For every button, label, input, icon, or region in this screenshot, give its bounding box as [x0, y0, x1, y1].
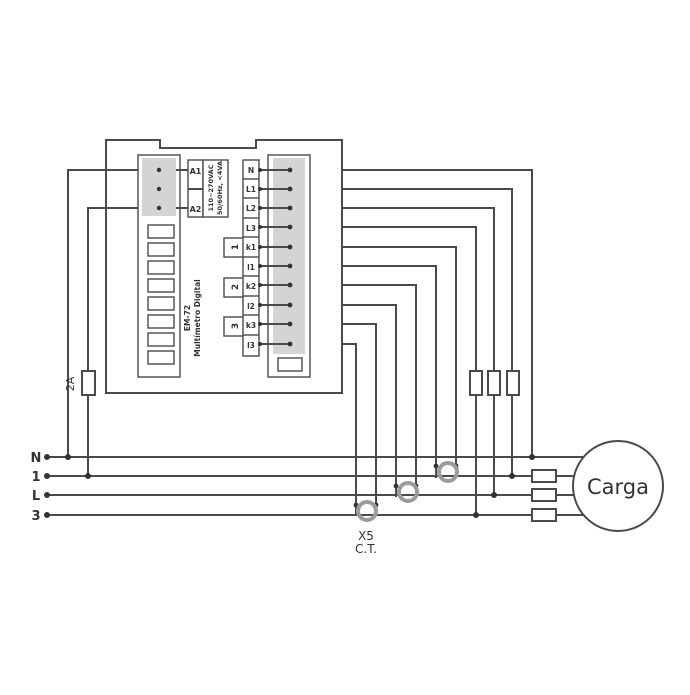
line-terminals [44, 454, 50, 518]
line-label-3: 3 [31, 509, 40, 524]
ct-ring-2 [397, 481, 419, 503]
measure-terminals: N L1 L2 L3 k1 l1 k2 l2 k3 l3 [242, 159, 293, 357]
voltage-fuse-1 [469, 370, 483, 396]
meter-model: EM-72 [183, 305, 192, 331]
ct-label: C.T. [355, 542, 377, 556]
terminal-l1-ct: l1 [247, 263, 255, 272]
load-fuse-3 [531, 508, 557, 522]
load-fuse-2 [531, 488, 557, 502]
fuses [81, 370, 557, 522]
junctions [65, 454, 535, 518]
ct-group-3: 3 [231, 323, 241, 329]
supply-spec-voltage: 110~270VAC [207, 164, 215, 211]
terminal-l2: L2 [246, 204, 256, 213]
line-label-1: 1 [31, 470, 40, 485]
terminal-l3: L3 [246, 224, 256, 233]
ct-group-2: 2 [231, 284, 241, 290]
current-transformers [356, 461, 459, 522]
terminal-l3-ct: l3 [247, 341, 255, 350]
supply-fuse [81, 370, 96, 396]
voltage-fuse-2 [487, 370, 501, 396]
terminal-a1-label: A1 [190, 167, 202, 176]
line-label-n: N [31, 451, 42, 466]
terminal-k1: k1 [246, 243, 256, 252]
ct-ring-3 [356, 500, 378, 522]
terminal-l2-ct: l2 [247, 302, 255, 311]
supply-terminals: A1 A2 110~270VAC 50/60Hz, <4VA [176, 159, 229, 218]
ct-group-1: 1 [231, 244, 241, 250]
ct-ring-1 [437, 461, 459, 483]
ct-ratio-label: X5 [358, 529, 374, 543]
load-label: Carga [587, 475, 649, 499]
left-terminal-block [137, 154, 181, 378]
line-label-l: L [32, 489, 40, 504]
terminal-n: N [248, 166, 254, 175]
fuse-rating-label: 2A [64, 376, 77, 391]
wiring [47, 169, 583, 516]
meter-name: Multímetro Digital [193, 279, 202, 356]
line-labels: N 1 L 3 [31, 451, 42, 524]
terminal-l1: L1 [246, 185, 256, 194]
voltage-fuse-3 [506, 370, 520, 396]
terminal-k3: k3 [246, 321, 256, 330]
load-circle [572, 440, 664, 532]
terminal-k2: k2 [246, 282, 256, 291]
terminal-a2-label: A2 [190, 205, 202, 214]
supply-spec-frequency: 50/60Hz, <4VA [216, 161, 224, 215]
load-fuse-1 [531, 469, 557, 483]
